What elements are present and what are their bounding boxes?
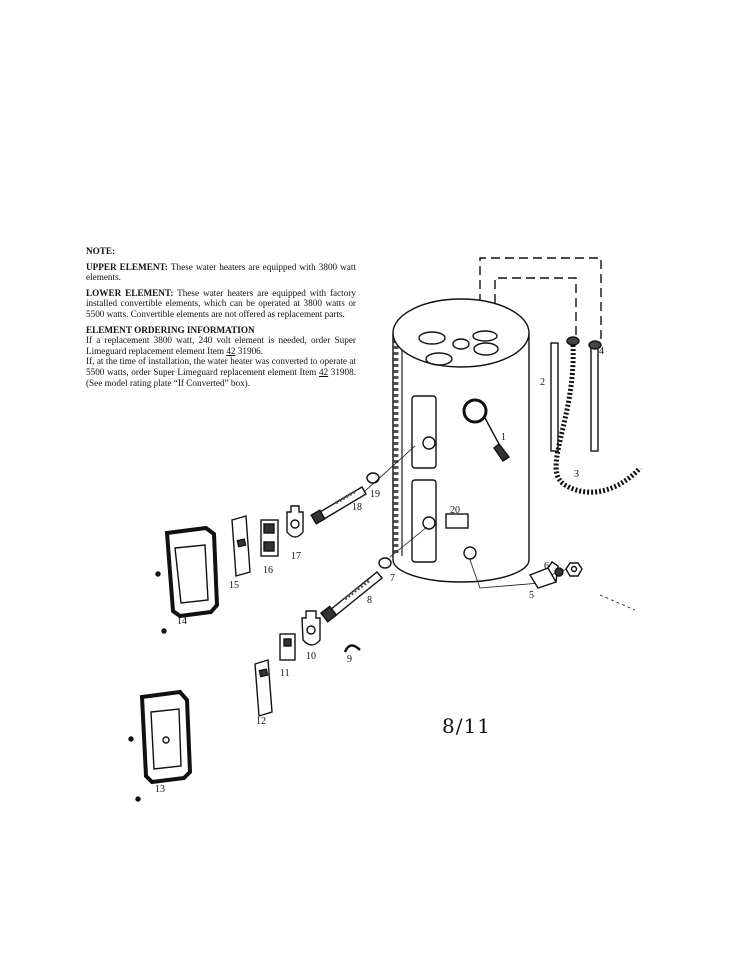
callout-13: 13	[155, 784, 165, 795]
part-2-dip-tube	[550, 342, 559, 452]
part-4-anode-rod	[566, 336, 602, 452]
part-3-flexible-anode	[553, 344, 642, 495]
part-15-insulation	[231, 515, 251, 577]
lower-element-note: LOWER ELEMENT: These water heaters are e…	[86, 288, 356, 320]
ordering-line-1: If a replacement 3800 watt, 240 volt ele…	[86, 335, 356, 356]
callout-17: 17	[291, 551, 301, 562]
thermostat-port	[462, 398, 488, 424]
part-8-lower-element	[319, 571, 383, 623]
lower-element-label: LOWER ELEMENT:	[86, 287, 174, 298]
callout-5: 5	[529, 590, 534, 601]
part-6-nut	[554, 562, 583, 577]
ordering-2b: 31908. (See model rating plate “If Conve…	[86, 366, 357, 388]
upper-element-port	[422, 436, 436, 450]
part-17-bracket	[286, 505, 304, 538]
callout-6: 6	[544, 561, 549, 572]
ordering-1a: If a replacement 3800 watt, 240 volt ele…	[86, 335, 356, 356]
part-14-upper-cover	[155, 525, 220, 634]
callout-2: 2	[540, 377, 545, 388]
callout-18: 18	[352, 502, 362, 513]
tank-top-port-3	[472, 330, 498, 342]
upper-access-opening	[411, 395, 437, 469]
tank-top-port-5	[425, 352, 453, 366]
callout-1: 1	[501, 432, 506, 443]
ordering-line-2: If, at the time of installation, the wat…	[86, 356, 356, 387]
callout-10: 10	[306, 651, 316, 662]
note-heading: NOTE:	[86, 246, 116, 256]
callout-14: 14	[177, 616, 187, 627]
callout-19: 19	[370, 489, 380, 500]
tank-top-port-4	[473, 342, 499, 356]
callout-16: 16	[263, 565, 273, 576]
part-9-clip	[343, 644, 361, 653]
callout-7: 7	[390, 573, 395, 584]
ordering-info: ELEMENT ORDERING INFORMATION If a replac…	[86, 325, 356, 389]
callout-3: 3	[574, 469, 579, 480]
ordering-1b: 31906.	[235, 345, 264, 356]
notes-block: NOTE: UPPER ELEMENT: These water heaters…	[86, 246, 356, 388]
ordering-2a: If, at the time of installation, the wat…	[86, 356, 356, 377]
page-number: 8/11	[442, 714, 491, 738]
ordering-2-item: 42	[318, 366, 329, 377]
part-11-thermostat	[279, 633, 296, 661]
part-18-upper-element	[310, 486, 367, 525]
part-7-gasket	[378, 557, 392, 569]
callout-8: 8	[367, 595, 372, 606]
upper-element-note: UPPER ELEMENT: These water heaters are e…	[86, 262, 356, 283]
water-heater-tank	[392, 298, 530, 583]
callout-4: 4	[599, 346, 604, 357]
lower-access-opening	[411, 479, 437, 563]
upper-element-label: UPPER ELEMENT:	[86, 261, 168, 272]
part-10-bracket	[301, 610, 321, 646]
lower-element-port	[422, 516, 436, 530]
part-16-thermostat	[260, 519, 279, 557]
part-13-lower-cover	[128, 689, 193, 802]
callout-labels: 1 2 3 4 5 6 7 8 9 10 11 12 13 14 15 16 1…	[155, 346, 604, 795]
callout-15: 15	[229, 580, 239, 591]
callout-11: 11	[280, 668, 290, 679]
tank-top-port-1	[418, 331, 446, 345]
ordering-1-item: 42	[226, 345, 236, 356]
drain-port	[463, 546, 477, 560]
part-1-thermostat	[484, 417, 511, 462]
ordering-heading: ELEMENT ORDERING INFORMATION	[86, 324, 255, 335]
part-19-gasket	[366, 472, 380, 484]
callout-12: 12	[256, 716, 266, 727]
tank-top-port-2	[452, 338, 470, 350]
callout-20: 20	[450, 505, 460, 516]
part-12-insulation	[254, 659, 273, 717]
upper-element-text: These water heaters are equipped with 38…	[86, 261, 356, 283]
part-20-rating-plate	[445, 513, 469, 529]
lower-element-text: These water heaters are equipped with fa…	[86, 287, 356, 319]
callout-9: 9	[347, 654, 352, 665]
